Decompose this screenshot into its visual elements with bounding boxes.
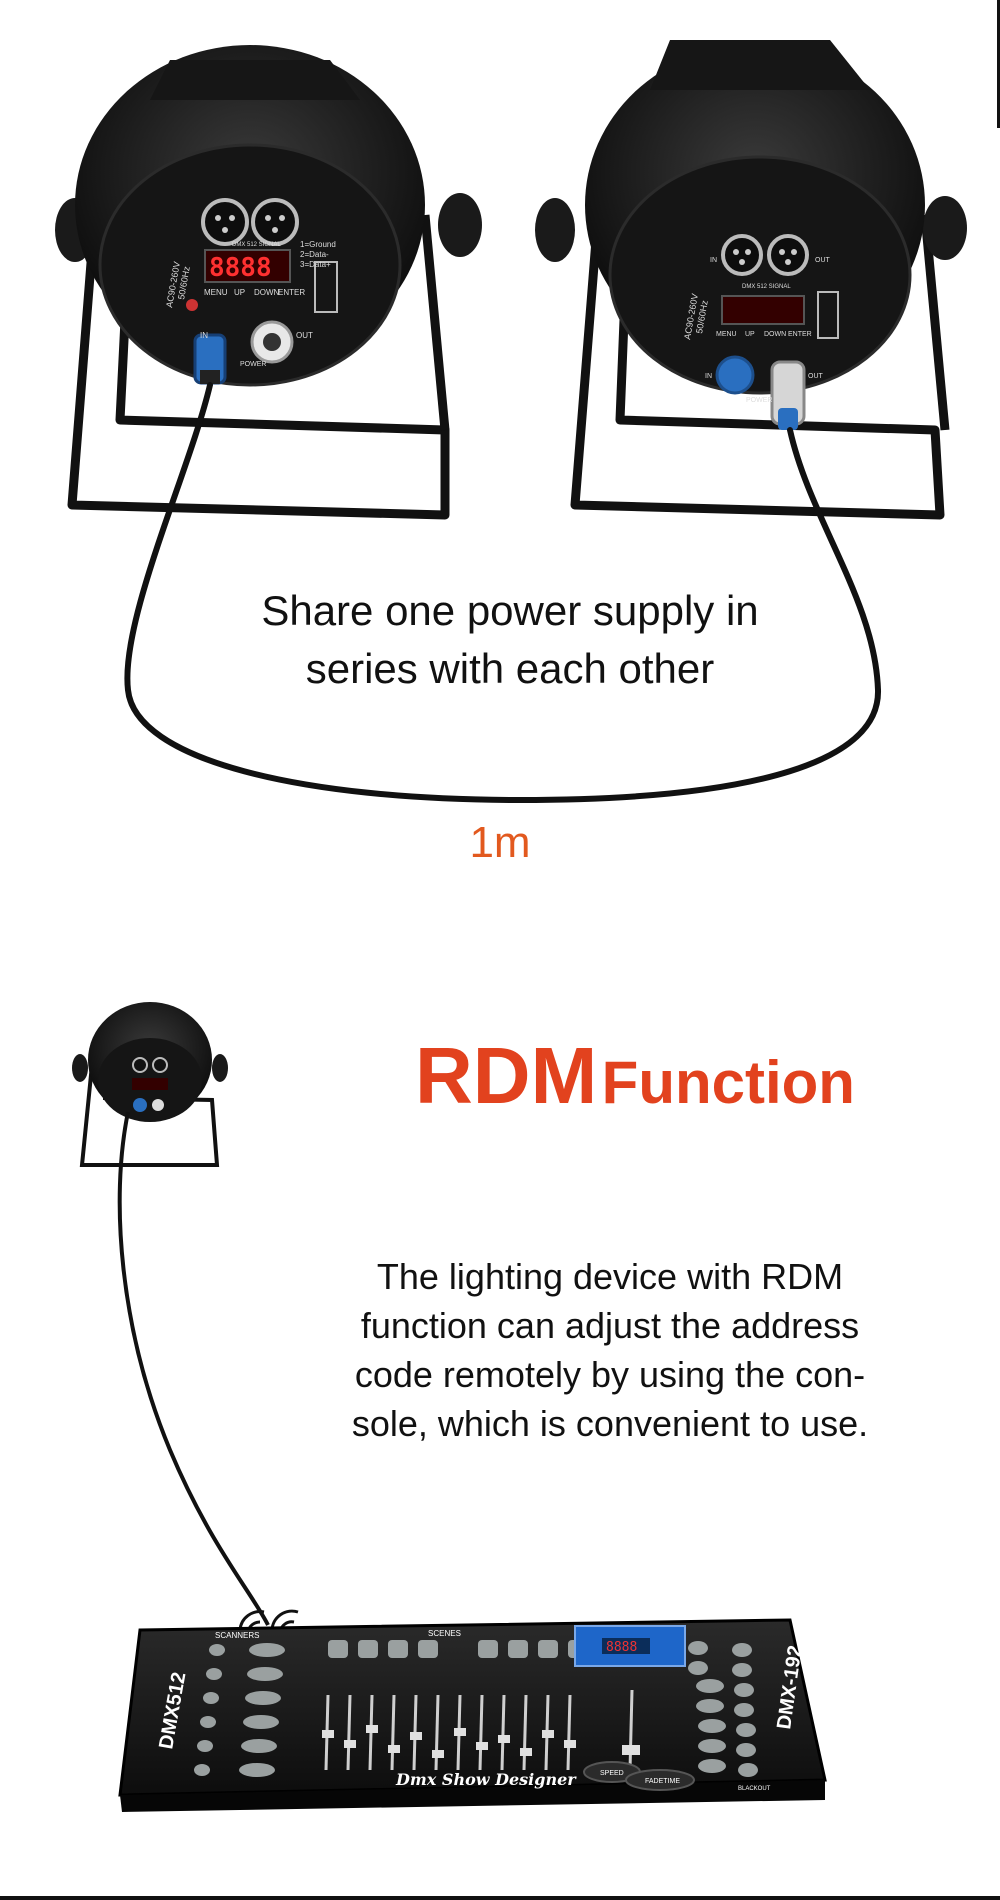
left-panel-port-out: OUT xyxy=(296,331,313,340)
right-panel-port-in-bottom: IN xyxy=(705,373,712,380)
left-panel-pinout-1: 1=Ground xyxy=(300,240,336,249)
right-panel-btn-down: DOWN xyxy=(764,331,786,338)
power-caption-line-1: Share one power supply in xyxy=(261,587,759,634)
dmx-console xyxy=(118,1618,827,1812)
left-panel-btn-menu: MENU xyxy=(204,288,228,297)
cable-length-label: 1m xyxy=(469,818,531,867)
left-panel-pinout-3: 3=Data+ xyxy=(300,260,331,269)
right-panel-signal: DMX 512 SIGNAL xyxy=(742,284,791,290)
console-lcd-display: 8888 xyxy=(606,1640,637,1655)
power-caption: Share one power supply in series with ea… xyxy=(200,582,820,698)
left-par-light xyxy=(55,45,482,520)
right-par-light xyxy=(535,40,967,520)
right-panel-power: POWER xyxy=(746,397,772,404)
right-panel-btn-menu: MENU xyxy=(716,331,737,338)
rdm-description-line-4: sole, which is convenient to use. xyxy=(351,1403,869,1444)
frame-edge xyxy=(997,0,1000,128)
console-fade-label: FADETIME xyxy=(645,1778,680,1785)
rdm-title-main: RDM xyxy=(415,1031,598,1120)
left-power-plug xyxy=(193,333,227,385)
rdm-description: The lighting device with RDM function ca… xyxy=(320,1252,900,1448)
right-panel-btn-enter: ENTER xyxy=(788,331,812,338)
console-speed-label: SPEED xyxy=(600,1770,624,1777)
left-panel-btn-down: DOWN xyxy=(254,288,280,297)
right-panel-port-in-top: IN xyxy=(710,257,717,264)
dmx-cable xyxy=(117,1111,270,1626)
left-panel-power: POWER xyxy=(240,361,266,368)
console-scenes-label: SCENES xyxy=(428,1629,461,1638)
left-panel-pinout-2: 2=Data- xyxy=(300,250,329,259)
right-panel-port-out-top: OUT xyxy=(815,257,831,264)
rdm-title: RDM Function xyxy=(355,1030,915,1122)
right-panel-btn-up: UP xyxy=(745,331,755,338)
console-scanners-label: SCANNERS xyxy=(215,1631,259,1640)
rdm-description-line-3: code remotely by using the con- xyxy=(354,1354,866,1395)
power-cable xyxy=(124,382,882,804)
rdm-title-sub: Function xyxy=(601,1049,855,1116)
right-power-plug xyxy=(770,360,806,430)
console-blackout-label: BLACKOUT xyxy=(738,1786,771,1792)
rdm-description-line-2: function can adjust the address xyxy=(360,1305,860,1346)
left-panel-display: 8888 xyxy=(209,253,272,283)
right-panel-port-out-bottom: OUT xyxy=(808,373,824,380)
console-bottom-brand: Dmx Show Designer xyxy=(395,1770,577,1789)
bottom-divider xyxy=(0,1896,1000,1900)
left-panel-port-in: IN xyxy=(200,331,208,340)
left-panel-btn-up: UP xyxy=(234,288,245,297)
power-caption-line-2: series with each other xyxy=(305,645,715,692)
left-panel-signal: DMX 512 SIGNAL xyxy=(232,242,281,248)
rdm-description-line-1: The lighting device with RDM xyxy=(376,1256,844,1297)
small-par-light xyxy=(72,1002,228,1167)
left-panel-btn-enter: ENTER xyxy=(278,288,305,297)
